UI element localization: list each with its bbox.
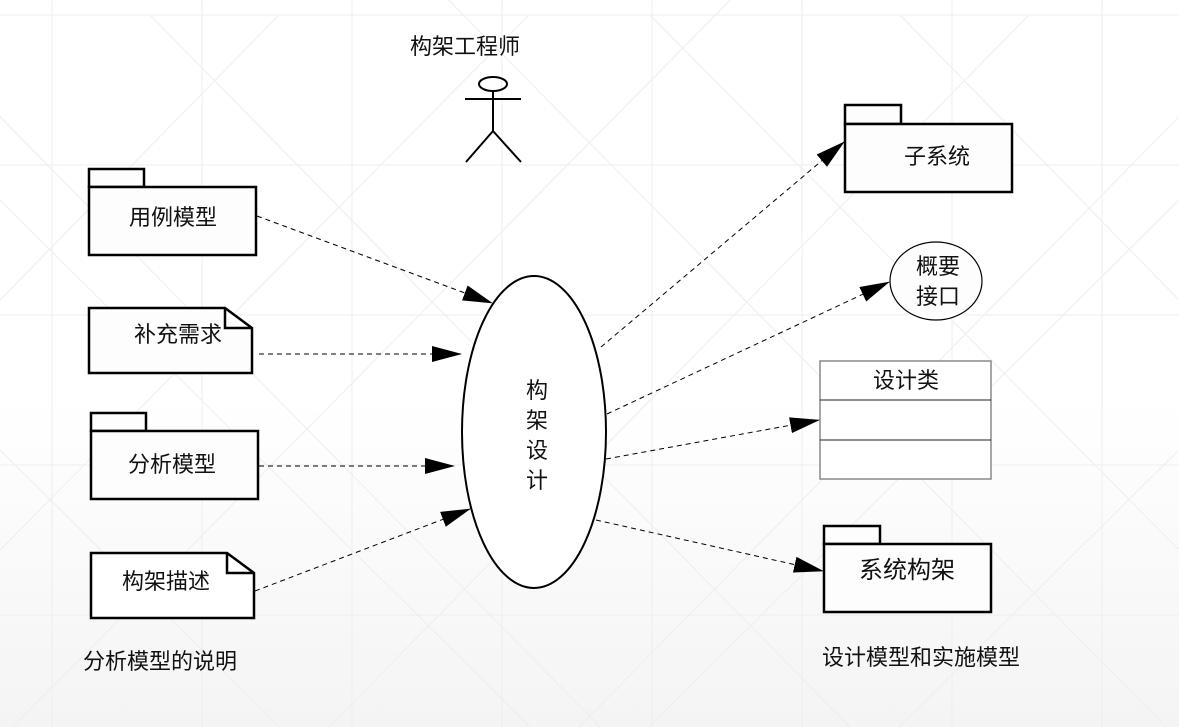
- package-label: 子系统: [904, 145, 970, 170]
- use-case-char-3: 设: [526, 439, 548, 464]
- package-system-architecture[interactable]: 系统构架: [822, 524, 993, 614]
- dependency-arrow: [256, 215, 493, 304]
- actor-icon: [465, 76, 522, 163]
- interface-label-line-2: 接口: [916, 285, 960, 310]
- dependency-arrow: [254, 508, 471, 592]
- caption-analysis-model: 分析模型的说明: [83, 650, 237, 675]
- dependency-arrow: [595, 519, 824, 573]
- interface-summary[interactable]: 概要 接口: [889, 241, 983, 321]
- caption-design-model: 设计模型和实施模型: [822, 646, 1020, 671]
- use-case-architecture-design[interactable]: 构 架 设 计: [461, 275, 607, 589]
- class-design-class[interactable]: 设计类: [819, 360, 992, 480]
- interface-label-line-1: 概要: [916, 255, 960, 280]
- class-name: 设计类: [873, 369, 939, 394]
- use-case-char-1: 构: [526, 379, 548, 404]
- use-case-char-4: 计: [526, 469, 548, 494]
- dependency-arrow: [600, 141, 845, 348]
- use-case-char-2: 架: [526, 409, 548, 434]
- note-architecture-description[interactable]: 构架描述: [89, 551, 256, 620]
- package-subsystem[interactable]: 子系统: [843, 103, 1014, 194]
- package-use-case-model[interactable]: 用例模型: [87, 167, 258, 257]
- package-label: 用例模型: [129, 206, 217, 231]
- package-label: 系统构架: [859, 556, 955, 584]
- actor-label: 构架工程师: [410, 35, 520, 60]
- dependency-arrow: [606, 281, 890, 415]
- dependency-arrow: [605, 417, 820, 460]
- note-label: 构架描述: [122, 570, 210, 595]
- note-supplementary-requirements[interactable]: 补充需求: [87, 306, 254, 375]
- package-label: 分析模型: [128, 453, 216, 478]
- note-label: 补充需求: [134, 323, 222, 348]
- package-analysis-model[interactable]: 分析模型: [89, 411, 260, 501]
